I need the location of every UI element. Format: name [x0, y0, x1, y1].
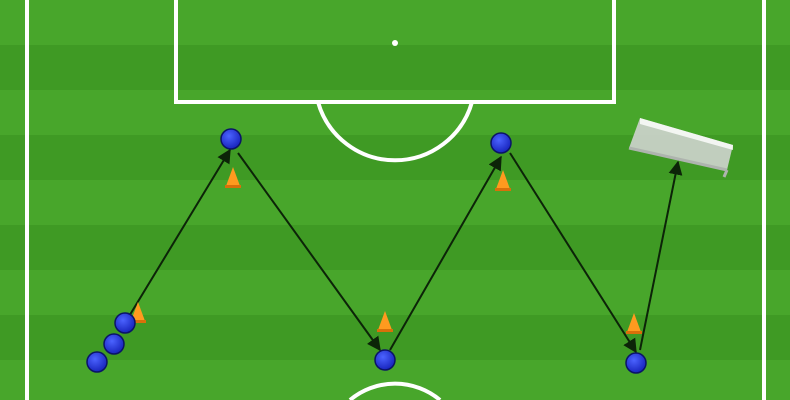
player-marker-icon	[86, 351, 108, 373]
cone-icon	[626, 313, 642, 334]
penalty-spot	[392, 40, 398, 46]
pass-arrow-icon	[639, 160, 683, 351]
cone-icon	[225, 167, 241, 188]
player-marker-icon	[114, 312, 136, 334]
player-marker-icon	[625, 352, 647, 374]
mini-goal-icon	[628, 118, 733, 178]
penalty-arc	[316, 101, 474, 163]
pitch-markings	[25, 0, 766, 400]
cone-icon	[130, 302, 146, 323]
player-marker-icon	[490, 132, 512, 154]
cone-icon	[377, 311, 393, 332]
pass-arrow-icon	[237, 152, 381, 352]
pass-arrow-icon	[509, 152, 637, 354]
cones	[130, 167, 642, 334]
pass-arrow-icon	[389, 155, 502, 351]
player-marker-icon	[103, 333, 125, 355]
pass-arrows	[127, 148, 683, 354]
player-marker-icon	[220, 128, 242, 150]
cone-icon	[495, 170, 511, 191]
centre-circle-arc	[348, 381, 442, 400]
pass-arrow-icon	[127, 148, 231, 319]
penalty-box	[174, 0, 616, 104]
players	[86, 128, 647, 374]
player-marker-icon	[374, 349, 396, 371]
